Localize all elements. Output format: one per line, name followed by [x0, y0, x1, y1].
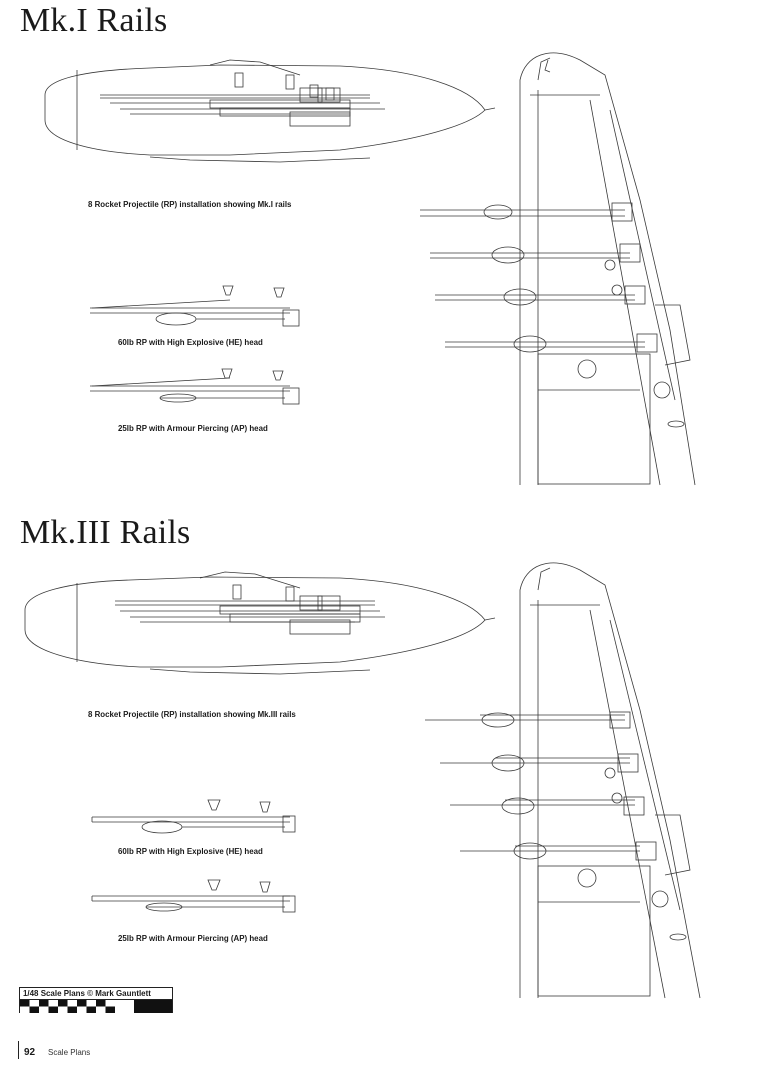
scale-segment — [105, 1006, 115, 1013]
scale-segment — [39, 1000, 49, 1007]
mk3-side-view — [24, 571, 496, 675]
scale-segment — [29, 1006, 39, 1013]
mk1-he-caption: 60lb RP with High Explosive (HE) head — [118, 337, 263, 347]
scale-segment — [134, 1006, 144, 1013]
scale-bar — [20, 999, 172, 1013]
scale-segment — [96, 1006, 106, 1013]
scale-legend: 1/48 Scale Plans © Mark Gauntlett — [19, 987, 173, 1013]
scale-segment — [20, 1000, 30, 1007]
mk3-he-caption: 60lb RP with High Explosive (HE) head — [118, 846, 263, 856]
scale-segment — [86, 1006, 96, 1013]
mk1-ap-caption: 25lb RP with Armour Piercing (AP) head — [118, 423, 268, 433]
mk1-he-rocket — [90, 285, 300, 327]
mk1-side-view — [44, 59, 496, 163]
scale-segment — [48, 1000, 58, 1007]
scale-segment — [124, 1000, 134, 1007]
scale-segment — [67, 1000, 77, 1007]
scale-label: 1/48 Scale Plans © Mark Gauntlett — [23, 988, 151, 998]
scale-segment — [77, 1006, 87, 1013]
scale-segment — [162, 1000, 172, 1007]
scale-segment — [153, 1000, 163, 1007]
scale-segment — [39, 1006, 49, 1013]
scale-segment — [153, 1006, 163, 1013]
mk3-wing-plan — [425, 562, 701, 999]
mk1-ap-rocket — [90, 368, 300, 405]
scale-checkerboard — [20, 1000, 172, 1013]
mk3-ap-rocket — [91, 879, 296, 913]
scale-segment — [58, 1000, 68, 1007]
scale-segment — [77, 1000, 87, 1007]
mk1-wing-plan — [420, 52, 696, 486]
scale-segment — [143, 1000, 153, 1007]
scale-segment — [96, 1000, 106, 1007]
scale-segment — [134, 1000, 144, 1007]
scale-segment — [86, 1000, 96, 1007]
scale-segment — [29, 1000, 39, 1007]
section2-title: Mk.III Rails — [20, 514, 191, 551]
scale-segment — [58, 1006, 68, 1013]
mk3-installation-caption: 8 Rocket Projectile (RP) installation sh… — [88, 709, 296, 719]
scale-segment — [124, 1006, 134, 1013]
scale-segment — [20, 1006, 30, 1013]
mk1-installation-caption: 8 Rocket Projectile (RP) installation sh… — [88, 199, 292, 209]
scale-segment — [115, 1006, 125, 1013]
scale-segment — [115, 1000, 125, 1007]
footer-section-label: Scale Plans — [48, 1048, 91, 1057]
mk3-he-rocket — [91, 799, 296, 834]
scale-segment — [67, 1006, 77, 1013]
page-number: 92 — [24, 1047, 36, 1058]
page-number-rule — [18, 1041, 19, 1059]
scale-segment — [48, 1006, 58, 1013]
scale-segment — [162, 1006, 172, 1013]
scale-segment — [143, 1006, 153, 1013]
mk3-ap-caption: 25lb RP with Armour Piercing (AP) head — [118, 933, 268, 943]
scale-segment — [105, 1000, 115, 1007]
section1-title: Mk.I Rails — [20, 2, 168, 39]
